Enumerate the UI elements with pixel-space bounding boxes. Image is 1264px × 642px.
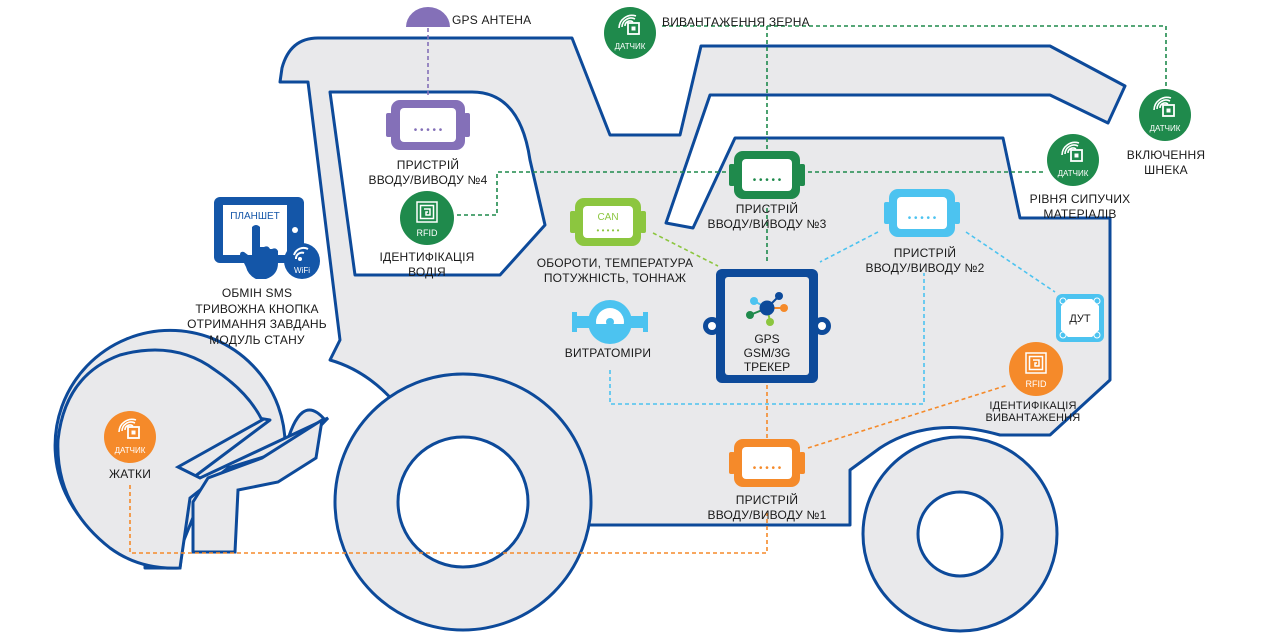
feature-line: ОТРИМАННЯ ЗАВДАНЬ — [187, 317, 327, 331]
gps-antenna-icon — [406, 7, 450, 27]
label-line: ВКЛЮЧЕННЯ — [1126, 148, 1206, 162]
label-line: МАТЕРІАЛІВ — [1043, 207, 1117, 221]
svg-text:WiFi: WiFi — [294, 266, 310, 275]
svg-text:CAN: CAN — [597, 212, 618, 223]
wifi-icon — [284, 243, 320, 279]
header-disc — [56, 348, 330, 570]
svg-text:• • • • •: • • • • • — [753, 463, 782, 474]
link-can-tracker — [652, 232, 719, 267]
sensor-grain-label: ВИВАНТАЖЕННЯ ЗЕРНА — [662, 15, 810, 29]
svg-text:RFID: RFID — [1026, 379, 1047, 389]
flowmeter-icon — [572, 300, 648, 344]
link-flow-io2 — [609, 273, 925, 405]
tracker-label-3: ТРЕКЕР — [744, 360, 790, 374]
link-io2-tracker — [819, 231, 879, 263]
io-device-2-icon: • • • • • — [884, 189, 960, 237]
tablet-icon: ПЛАНШЕТ WiFi — [214, 197, 320, 279]
io-device-1-label: ПРИСТРІЙ ВВОДУ/ВИВОДУ №1 — [708, 493, 827, 523]
svg-text:ДУТ: ДУТ — [1069, 313, 1091, 325]
svg-text:ДАТЧИК: ДАТЧИК — [115, 446, 146, 455]
sensor-level-icon: ДАТЧИК — [1047, 134, 1099, 186]
svg-text:ДАТЧИК: ДАТЧИК — [615, 42, 646, 51]
io-device-1-icon: • • • • • — [729, 439, 805, 487]
link-header-io1 — [129, 485, 768, 554]
sensor-level-label: РІВНЯ СИПУЧИХ МАТЕРІАЛІВ — [1030, 192, 1131, 222]
label-line: ПРИСТРІЙ — [396, 158, 460, 172]
sensor-header-icon: ДАТЧИК — [104, 411, 156, 463]
io-device-3-label: ПРИСТРІЙ ВВОДУ/ВИВОДУ №3 — [708, 202, 827, 232]
label-line: ВОДІЯ — [408, 265, 446, 279]
svg-text:• • • • •: • • • • • — [414, 125, 443, 136]
front-wheel — [333, 372, 593, 632]
label-line: ПРИСТРІЙ — [735, 493, 799, 507]
network-icon — [746, 292, 788, 326]
rear-wheel — [861, 435, 1059, 633]
feeder-arm — [191, 416, 324, 554]
link-io2-dut — [965, 231, 1056, 293]
can-bus-icon: CAN • • • • • — [570, 198, 646, 246]
io-device-4-icon: • • • • • — [386, 100, 470, 150]
sensor-header-label: ЖАТКИ — [108, 467, 152, 481]
feature-line: ОБМІН SMS — [221, 286, 293, 300]
fuel-level-sensor-icon: ДУТ — [1056, 294, 1104, 342]
tablet-features-label: ОБМІН SMS ТРИВОЖНА КНОПКА ОТРИМАННЯ ЗАВД… — [187, 286, 327, 348]
svg-text:ДАТЧИК: ДАТЧИК — [1150, 124, 1181, 133]
svg-text:• • • • •: • • • • • — [597, 226, 620, 235]
gps-antenna-label: GPS АНТЕНА — [452, 13, 532, 27]
cab-window — [328, 90, 547, 277]
label-line: ВВОДУ/ВИВОДУ №1 — [707, 508, 827, 522]
label-line: ВВОДУ/ВИВОДУ №3 — [707, 217, 827, 231]
svg-text:ПЛАНШЕТ: ПЛАНШЕТ — [230, 211, 280, 222]
feature-line: ТРИВОЖНА КНОПКА — [195, 301, 319, 316]
feature-line: МОДУЛЬ СТАНУ — [209, 332, 305, 347]
can-label: ОБОРОТИ, ТЕМПЕРАТУРА ПОТУЖНІСТЬ, ТОННАЖ — [537, 256, 694, 286]
label-line: ПРИСТРІЙ — [735, 202, 799, 216]
svg-text:ДАТЧИК: ДАТЧИК — [1058, 169, 1089, 178]
tracker-label-1: GPS — [754, 332, 779, 346]
svg-text:• • • • •: • • • • • — [753, 175, 782, 186]
label-line: РІВНЯ СИПУЧИХ — [1029, 192, 1131, 206]
label-line: ВИВАНТАЖЕННЯ — [985, 412, 1081, 424]
gps-tracker-device: GPS GSM/3G ТРЕКЕР — [703, 269, 831, 383]
sensor-auger-label: ВКЛЮЧЕННЯ ШНЕКА — [1127, 148, 1205, 178]
svg-text:• • • • •: • • • • • — [908, 213, 937, 224]
io-device-4-label: ПРИСТРІЙ ВВОДУ/ВИВОДУ №4 — [369, 158, 488, 188]
connections — [129, 25, 1167, 554]
sensor-grain-icon: ДАТЧИК — [604, 7, 656, 59]
link-grain-sensor — [662, 25, 1167, 88]
label-line: ВВОДУ/ВИВОДУ №2 — [865, 261, 985, 275]
label-line: ПРИСТРІЙ — [893, 246, 957, 260]
rfid-unload-icon: RFID — [1009, 342, 1063, 396]
label-line: ІДЕНТИФІКАЦІЯ — [989, 400, 1077, 412]
label-line: ОБОРОТИ, ТЕМПЕРАТУРА — [536, 256, 694, 270]
rfid-driver-icon: RFID — [400, 191, 454, 245]
flowmeters-label: ВИТРАТОМІРИ — [564, 346, 652, 360]
label-line: ВВОДУ/ВИВОДУ №4 — [368, 173, 488, 187]
label-line: ІДЕНТИФІКАЦІЯ — [379, 250, 475, 264]
label-line: ШНЕКА — [1144, 163, 1188, 177]
rfid-unload-label: ІДЕНТИФІКАЦІЯ ВИВАНТАЖЕННЯ — [986, 400, 1081, 424]
label-line: ПОТУЖНІСТЬ, ТОННАЖ — [543, 271, 687, 285]
io-device-3-icon: • • • • • — [729, 151, 805, 199]
sensor-auger-icon: ДАТЧИК — [1139, 89, 1191, 141]
tracker-label-2: GSM/3G — [744, 346, 791, 360]
svg-text:RFID: RFID — [417, 228, 438, 238]
io-device-2-label: ПРИСТРІЙ ВВОДУ/ВИВОДУ №2 — [866, 246, 985, 276]
rfid-driver-label: ІДЕНТИФІКАЦІЯ ВОДІЯ — [379, 250, 474, 280]
hand-pointer-icon — [240, 225, 278, 279]
